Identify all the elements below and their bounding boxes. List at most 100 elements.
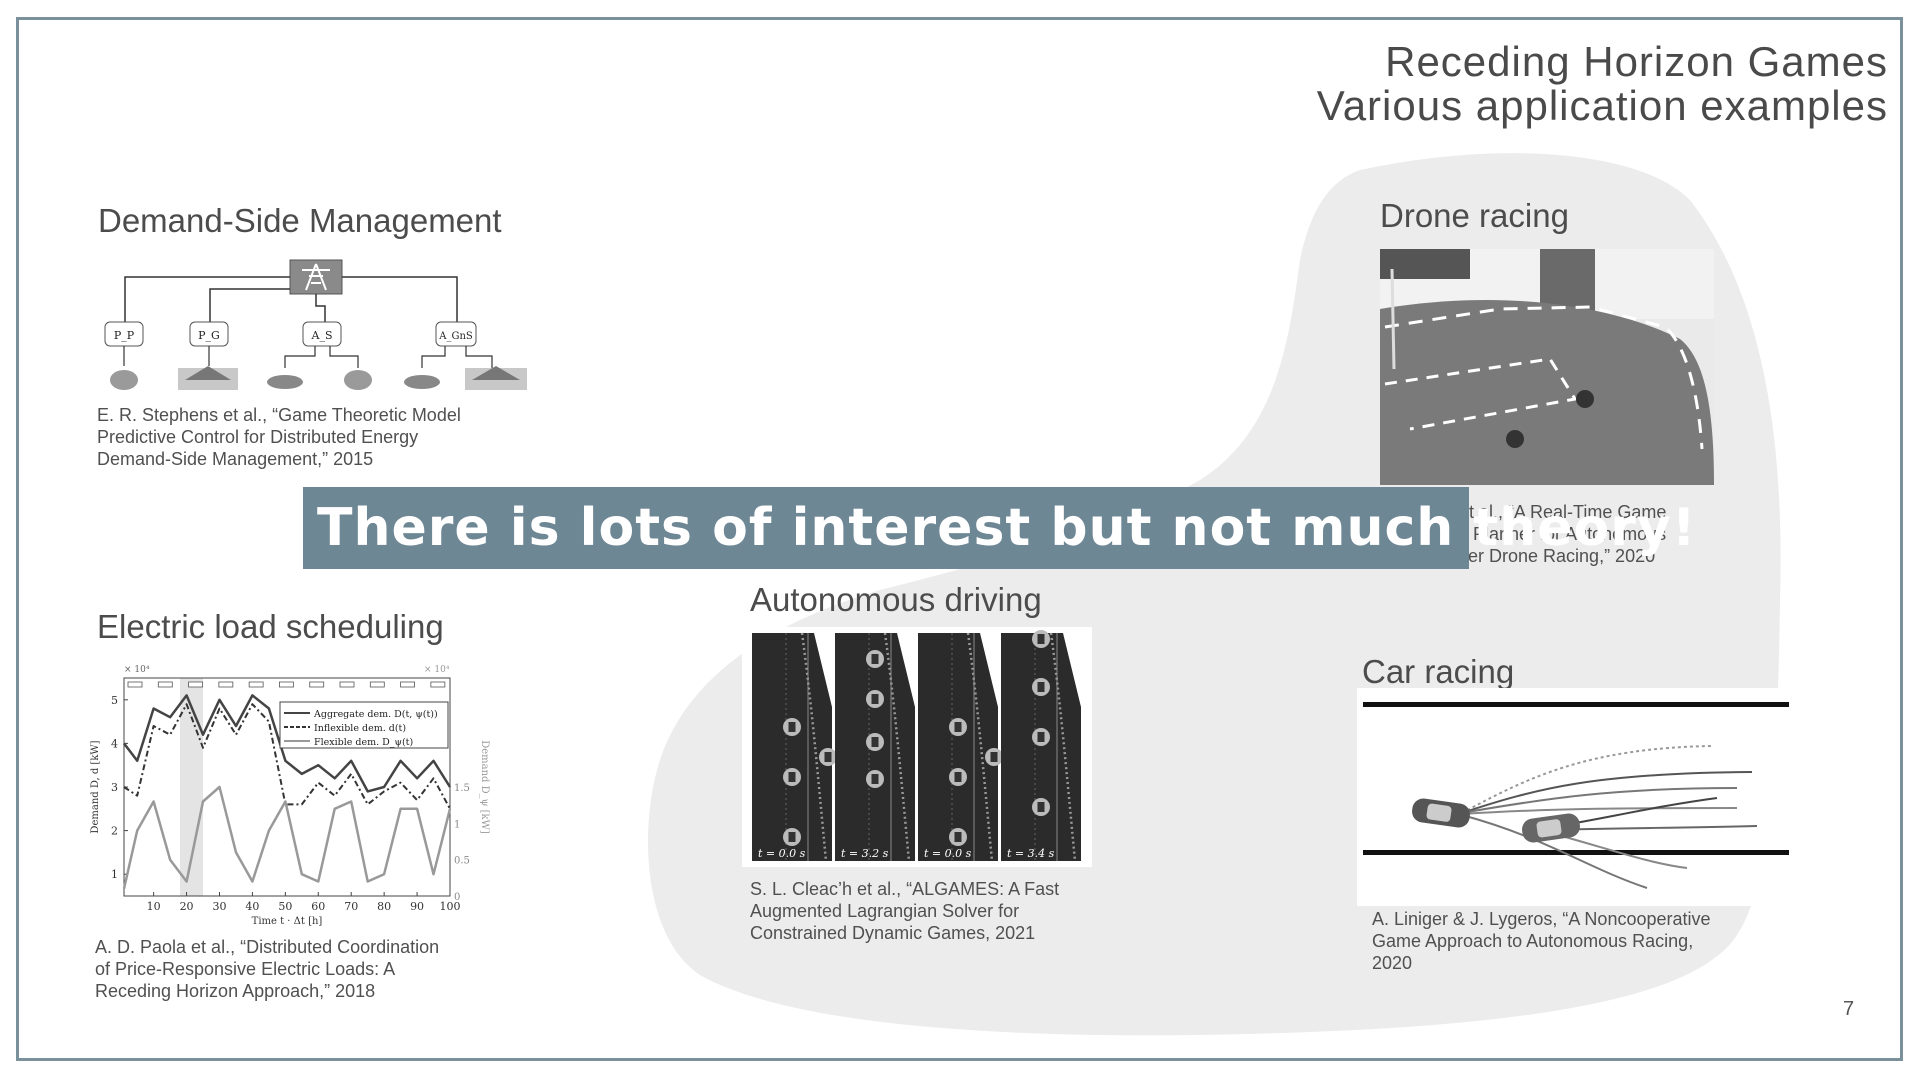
panel-time-label: t = 3.4 s bbox=[1007, 847, 1055, 860]
vehicle-body bbox=[824, 752, 832, 762]
vehicle-body bbox=[871, 654, 879, 664]
car-racing-image bbox=[1357, 688, 1793, 906]
citation-line: A. D. Paola et al., “Distributed Coordin… bbox=[95, 937, 440, 957]
citation-line: yer Drone Racing,” 2020 bbox=[1459, 546, 1656, 566]
ribbon-box bbox=[369, 681, 385, 688]
citation-line: E. R. Stephens et al., “Game Theoretic M… bbox=[97, 405, 461, 425]
vehicle-body bbox=[788, 832, 796, 842]
road-panel bbox=[918, 633, 998, 861]
x-tick-label: 30 bbox=[212, 900, 226, 913]
citation-line: Constrained Dynamic Games, 2021 bbox=[750, 923, 1036, 943]
car-icon-2 bbox=[404, 375, 440, 389]
citation-line: S. L. Cleac’h et al., “ALGAMES: A Fast bbox=[750, 879, 1060, 899]
citation-line: A. Liniger & J. Lygeros, “A Noncooperati… bbox=[1372, 909, 1711, 929]
vehicle-body bbox=[788, 722, 796, 732]
vehicle-body bbox=[954, 832, 962, 842]
ribbon-box bbox=[339, 681, 355, 688]
trajectory bbox=[800, 632, 828, 862]
demand-diagram: P_P P_G A_S A_GnS bbox=[104, 259, 527, 390]
series-line-3 bbox=[122, 785, 452, 889]
road-edge bbox=[897, 633, 915, 707]
drone-icon bbox=[1576, 390, 1594, 408]
ribbon-box bbox=[188, 681, 203, 688]
title-line-1: Receding Horizon Games bbox=[1385, 38, 1888, 85]
y-right-tick-label: 1.5 bbox=[454, 783, 470, 794]
road-edge bbox=[814, 633, 832, 707]
citation-line: Demand-Side Management,” 2015 bbox=[97, 449, 374, 469]
x-tick-label: 70 bbox=[344, 900, 358, 913]
drone-icon-2 bbox=[1506, 430, 1524, 448]
y-tick-label: 3 bbox=[111, 781, 118, 794]
ribbon-box bbox=[430, 681, 446, 688]
vehicle-body bbox=[871, 774, 879, 784]
citation-line: Receding Horizon Approach,” 2018 bbox=[95, 981, 376, 1001]
panel-time-label: t = 0.0 s bbox=[924, 847, 972, 860]
vehicle-body bbox=[1037, 802, 1045, 812]
ribbon-box bbox=[279, 681, 294, 688]
race-car-icon bbox=[1412, 798, 1470, 828]
vehicle-body bbox=[990, 752, 998, 762]
citation-line: Predictive Control for Distributed Energ… bbox=[97, 427, 419, 447]
y-right-tick-label: 1 bbox=[454, 819, 460, 830]
slide-frame bbox=[16, 17, 1903, 1061]
citation-line: et al., “A Real-Time Game bbox=[1459, 502, 1667, 522]
ribbon-box bbox=[157, 681, 173, 688]
label-as: A_S bbox=[311, 329, 333, 342]
vehicle-body bbox=[1037, 634, 1045, 644]
legend-label: Flexible dem. D_ψ(t) bbox=[314, 737, 413, 748]
x-tick-label: 50 bbox=[278, 900, 292, 913]
drone-title: Drone racing bbox=[1380, 197, 1569, 234]
panel-time-label: t = 0.0 s bbox=[758, 847, 806, 860]
legend-label: Aggregate dem. D(t, ψ(t)) bbox=[313, 709, 438, 720]
title-line-2: Various application examples bbox=[1316, 82, 1888, 129]
y-tick-label: 5 bbox=[111, 694, 118, 707]
factory-icon-2 bbox=[344, 370, 372, 390]
ribbon-box bbox=[309, 681, 325, 688]
road-edge bbox=[1063, 633, 1081, 707]
autonomous-citation: S. L. Cleac’h et al., “ALGAMES: A Fast A… bbox=[750, 878, 1059, 944]
ribbon-box bbox=[400, 681, 415, 688]
series-line-2 bbox=[123, 703, 451, 810]
factory-icon bbox=[110, 370, 138, 390]
ribbon-box bbox=[248, 681, 264, 688]
y-right-tick-label: 0 bbox=[454, 892, 460, 903]
road-panel bbox=[752, 633, 832, 861]
citation-line: of Price-Responsive Electric Loads: A bbox=[95, 959, 396, 979]
legend-label: Inflexible dem. d(t) bbox=[314, 723, 406, 734]
label-pg: P_G bbox=[198, 329, 220, 342]
y-axis-label: Demand D, d [kW] bbox=[90, 740, 101, 833]
y-right-multiplier-label: × 10⁴ bbox=[424, 665, 450, 675]
agent-boxes: P_P P_G A_S A_GnS bbox=[104, 321, 477, 347]
y-tick-label: 1 bbox=[111, 868, 118, 881]
trajectory bbox=[1049, 632, 1077, 862]
x-tick-label: 60 bbox=[311, 900, 325, 913]
autonomous-title: Autonomous driving bbox=[750, 581, 1042, 618]
citation-line: Game Approach to Autonomous Racing, bbox=[1372, 931, 1694, 951]
citation-line: c Planner for Autonomous bbox=[1459, 524, 1667, 544]
car-citation: A. Liniger & J. Lygeros, “A Noncooperati… bbox=[1372, 908, 1711, 974]
vehicle-body bbox=[1037, 682, 1045, 692]
electric-citation: A. D. Paola et al., “Distributed Coordin… bbox=[95, 936, 439, 1002]
electric-title: Electric load scheduling bbox=[97, 608, 444, 645]
demand-title: Demand-Side Management bbox=[98, 202, 502, 239]
ribbon-box bbox=[127, 681, 143, 688]
x-tick-label: 80 bbox=[377, 900, 391, 913]
demand-citation: E. R. Stephens et al., “Game Theoretic M… bbox=[97, 404, 461, 470]
x-tick-label: 10 bbox=[147, 900, 161, 913]
page-number: 7 bbox=[1843, 998, 1855, 1020]
y-tick-label: 4 bbox=[111, 737, 118, 750]
car-title: Car racing bbox=[1362, 653, 1515, 690]
car-icon bbox=[267, 375, 303, 389]
drone-racing-image bbox=[1380, 249, 1714, 485]
race-car-icon-2 bbox=[1522, 813, 1580, 843]
label-pp: P_P bbox=[114, 329, 135, 342]
x-tick-label: 90 bbox=[410, 900, 424, 913]
citation-line: 2020 bbox=[1372, 953, 1413, 973]
x-axis-label: Time t · Δt [h] bbox=[252, 916, 323, 926]
vehicle-body bbox=[871, 694, 879, 704]
vehicle-body bbox=[954, 722, 962, 732]
x-tick-label: 20 bbox=[180, 900, 194, 913]
vehicle-body bbox=[1037, 732, 1045, 742]
series-line-1 bbox=[123, 694, 452, 793]
